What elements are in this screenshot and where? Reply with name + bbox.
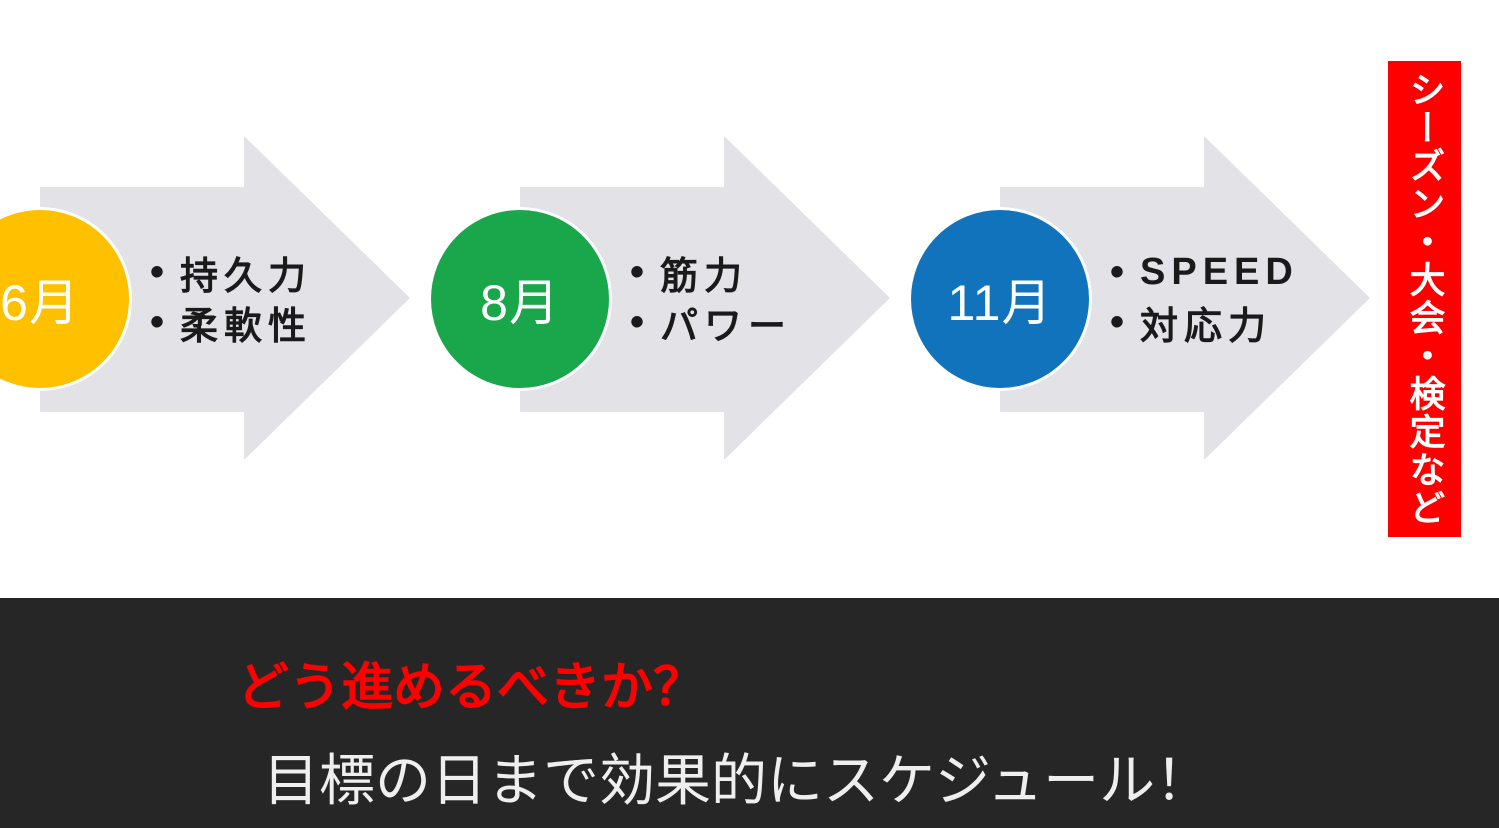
month-circle-august: 8月: [428, 207, 612, 391]
month-label: 11月: [947, 275, 1053, 331]
bullet-item: SPEED: [1110, 247, 1299, 297]
month-label: 8月: [480, 275, 560, 331]
bullet-item: パワー: [630, 297, 792, 348]
bullet-item: 対応力: [1110, 297, 1299, 348]
bullet-item: 筋力: [630, 247, 792, 298]
footer-band: [0, 598, 1499, 828]
footer-statement-text: 目標の日まで効果的にスケジュール！: [263, 751, 1212, 813]
month-circle-november: 11月: [908, 207, 1092, 391]
footer-question-text: どう進めるべきか？: [237, 660, 706, 717]
focus-list-june: 持久力 柔軟性: [150, 247, 312, 348]
bullet-item: 持久力: [150, 247, 312, 298]
focus-list-august: 筋力 パワー: [630, 247, 792, 348]
month-label: 6月: [0, 275, 80, 331]
focus-list-november: SPEED 対応力: [1110, 247, 1299, 348]
goal-banner-label: シーズン・大会・検定など: [1404, 71, 1446, 527]
goal-banner: シーズン・大会・検定など: [1388, 61, 1461, 537]
bullet-item: 柔軟性: [150, 297, 312, 348]
